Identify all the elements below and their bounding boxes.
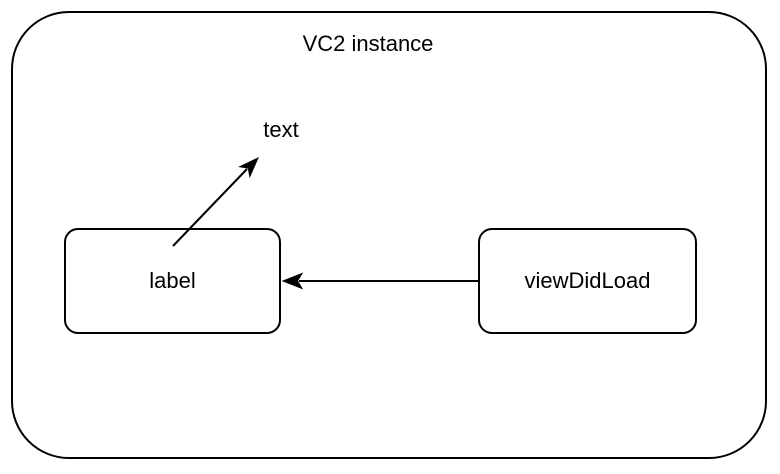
node-viewdidload-text: viewDidLoad bbox=[524, 268, 651, 293]
text-annotation: text bbox=[263, 117, 299, 142]
container-title: VC2 instance bbox=[302, 31, 434, 56]
node-label-text: label bbox=[149, 268, 196, 293]
node-label: label bbox=[64, 228, 281, 334]
node-viewdidload: viewDidLoad bbox=[478, 228, 697, 334]
